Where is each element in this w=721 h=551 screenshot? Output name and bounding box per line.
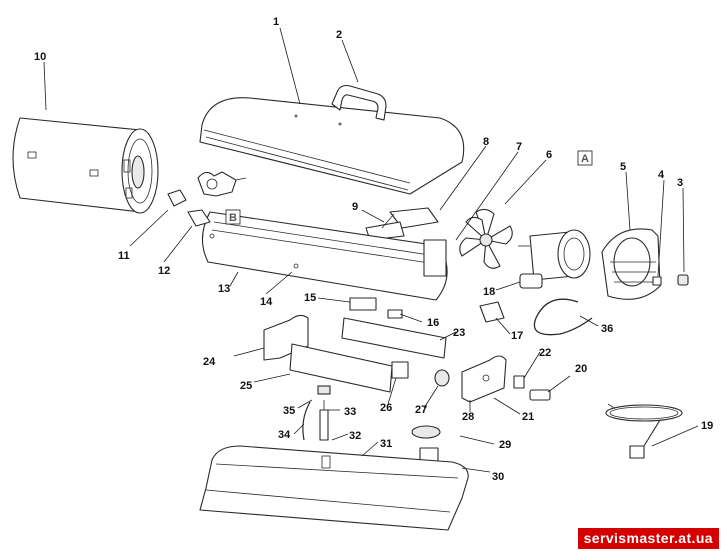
part-17-18-components — [479, 273, 543, 323]
part-1-upper-housing — [199, 97, 465, 195]
callout-31: 31 — [380, 438, 392, 450]
callout-14: 14 — [260, 296, 273, 308]
part-33-35-tube — [302, 385, 331, 441]
part-5-rear-grille — [601, 228, 661, 300]
callout-35: 35 — [283, 405, 295, 417]
part-2-handle — [331, 84, 387, 121]
part-19-power-cord — [605, 403, 683, 459]
part-25-control-box — [289, 343, 409, 393]
watermark-banner: servismaster.at.ua — [577, 528, 719, 549]
callout-8: 8 — [483, 136, 489, 148]
callout-12: 12 — [158, 265, 170, 277]
part-13-lower-housing — [201, 211, 448, 301]
callout-10: 10 — [34, 51, 46, 63]
callout-29: 29 — [499, 439, 511, 451]
leader-lines — [43, 27, 699, 473]
part-20-22-fittings — [513, 375, 551, 401]
callout-18: 18 — [483, 286, 495, 298]
part-15-16-small-parts — [349, 297, 403, 319]
callout-19: 19 — [701, 420, 713, 432]
callout-3: 3 — [677, 177, 683, 189]
callout-34: 34 — [278, 429, 291, 441]
callout-23: 23 — [453, 327, 465, 339]
callout-26: 26 — [380, 402, 392, 414]
motor — [518, 229, 591, 281]
part-3-4-knobs — [652, 274, 689, 286]
callout-labels: 1 2 3 4 5 6 7 8 9 10 11 12 13 14 15 16 1… — [34, 16, 713, 483]
part-31-fuel-tank — [199, 445, 469, 531]
callout-6: 6 — [546, 149, 552, 161]
callout-28: 28 — [462, 411, 474, 423]
callout-5: 5 — [620, 161, 626, 173]
callout-22: 22 — [539, 347, 551, 359]
callout-36: 36 — [601, 323, 613, 335]
reference-label-a: A — [577, 150, 593, 166]
callout-33: 33 — [344, 406, 356, 418]
callout-4: 4 — [658, 169, 665, 181]
nozzle-assembly — [197, 171, 247, 197]
callout-7: 7 — [516, 141, 522, 153]
callout-20: 20 — [575, 363, 587, 375]
callout-21: 21 — [522, 411, 534, 423]
callout-2: 2 — [336, 29, 342, 41]
part-10-outer-cylinder — [12, 117, 159, 214]
part-11-12-clamps — [167, 189, 211, 227]
reference-label-a-text: A — [581, 153, 589, 165]
part-23-panel — [341, 317, 447, 359]
part-8-9-inner-plate — [365, 207, 439, 241]
callout-11: 11 — [118, 250, 130, 262]
callout-13: 13 — [218, 283, 230, 295]
callout-30: 30 — [492, 471, 504, 483]
callout-27: 27 — [415, 404, 427, 416]
callout-25: 25 — [240, 380, 252, 392]
part-36-hose — [533, 298, 593, 336]
reference-label-b: B — [225, 209, 241, 225]
callout-9: 9 — [352, 201, 358, 213]
callout-32: 32 — [349, 430, 361, 442]
reference-label-b-text: B — [229, 212, 237, 224]
part-27-28-parts — [434, 355, 507, 403]
callout-17: 17 — [511, 330, 523, 342]
part-7-fan — [459, 208, 513, 269]
callout-15: 15 — [304, 292, 316, 304]
callout-16: 16 — [427, 317, 439, 329]
callout-1: 1 — [273, 16, 279, 28]
callout-24: 24 — [203, 356, 216, 368]
